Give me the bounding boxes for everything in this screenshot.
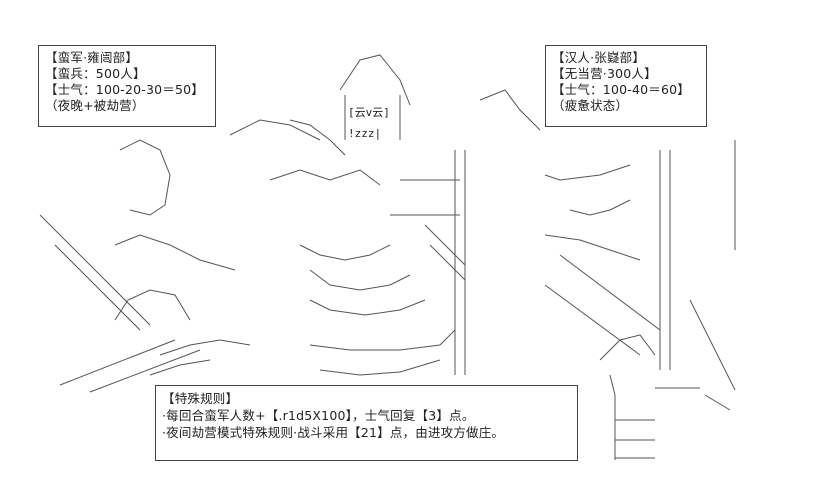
figure-face — [569, 199, 631, 216]
figure-chest — [269, 169, 381, 186]
special-rules-panel: 【特殊规则】 ·每回合蛮军人数+【.r1d5X100】，士气回复【3】点。 ·夜… — [155, 385, 578, 461]
spear-line — [39, 214, 151, 326]
left-panel-line: 【士气：100-20-30＝50】 — [45, 82, 204, 97]
rules-line: ·夜间劫营模式特殊规则·战斗采用【21】点，由进攻方做庄。 — [162, 425, 505, 440]
figure-shoulder — [229, 119, 321, 141]
right-panel-line: 【无当营·300人】 — [552, 66, 657, 81]
warrior-leg — [149, 359, 211, 376]
right-army-panel: 【汉人·张嶷部】 【无当营·300人】 【士气：100-40＝60】 （疲惫状态… — [545, 45, 707, 127]
figure-armor — [309, 299, 426, 316]
left-army-panel: 【蛮军·雍闿部】 【蛮兵：500人】 【士气：100-20-30＝50】 （夜晚… — [38, 45, 216, 127]
sign-zzz: !zzz| — [348, 127, 382, 140]
sign-yun: [云v云] — [348, 106, 390, 119]
figure-shoulder — [289, 119, 346, 156]
warrior-arm — [114, 234, 236, 271]
figure-skirt — [309, 329, 456, 351]
right-panel-line: 【士气：100-40＝60】 — [552, 82, 690, 97]
right-panel-line: （疲惫状态） — [552, 98, 629, 113]
spear-line — [54, 244, 141, 331]
spear-line — [59, 339, 176, 386]
figure-belt — [299, 244, 391, 261]
warrior-leg — [159, 339, 251, 356]
figure-armor — [309, 269, 411, 291]
figure-helmet — [339, 54, 411, 106]
figure-collar — [599, 334, 656, 361]
left-panel-line: （夜晚+被劫营） — [45, 98, 145, 113]
spear-line — [89, 349, 201, 393]
rules-line: ·每回合蛮军人数+【.r1d5X100】，士气回复【3】点。 — [162, 408, 475, 423]
figure-hair — [479, 89, 541, 131]
right-panel-line: 【汉人·张嶷部】 — [552, 50, 646, 65]
rules-line: 【特殊规则】 — [162, 391, 239, 406]
left-panel-line: 【蛮军·雍闿部】 — [45, 50, 139, 65]
warrior-head — [119, 139, 171, 216]
figure-face — [544, 164, 631, 181]
left-panel-line: 【蛮兵：500人】 — [45, 66, 146, 81]
figure-jaw — [544, 234, 641, 261]
figure-skirt — [319, 359, 441, 376]
warrior-outline — [114, 289, 191, 321]
